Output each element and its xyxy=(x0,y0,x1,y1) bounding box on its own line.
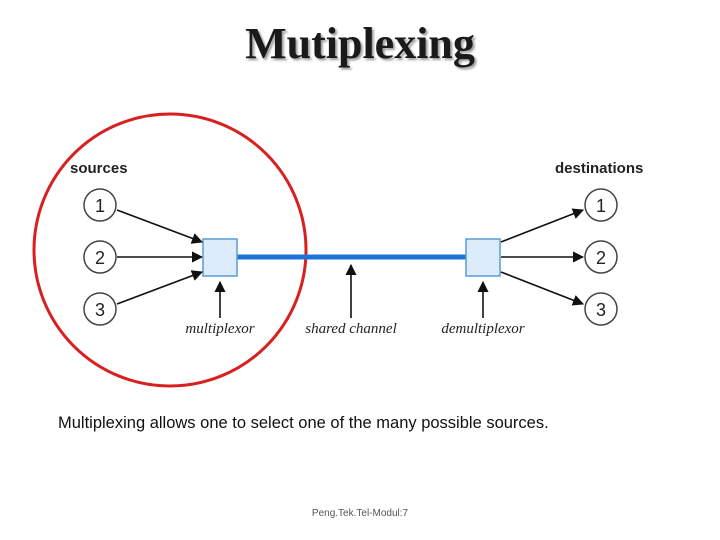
highlight-circle xyxy=(32,112,308,388)
source-arrow xyxy=(116,270,204,305)
demultiplexor-label: demultiplexor xyxy=(441,321,524,337)
destination-arrow xyxy=(500,271,585,306)
destination-node: 3 xyxy=(584,292,618,326)
destination-number: 1 xyxy=(596,196,606,216)
destinations-label: destinations xyxy=(555,160,643,177)
source-node: 1 xyxy=(83,188,117,222)
footer-text: Peng.Tek.Tel-Modul:7 xyxy=(311,508,409,519)
source-number: 3 xyxy=(95,300,105,320)
destination-number: 2 xyxy=(596,248,606,268)
source-arrow xyxy=(116,209,204,244)
multiplexor-box xyxy=(202,238,238,277)
destination-node: 1 xyxy=(584,188,618,222)
destination-node: 2 xyxy=(584,240,618,274)
channel-label: shared channel xyxy=(305,321,397,337)
source-number: 1 xyxy=(95,196,105,216)
slide-title: Mutiplexing xyxy=(245,19,475,68)
destination-number: 3 xyxy=(596,300,606,320)
demultiplexor-box xyxy=(465,238,501,277)
destination-arrow xyxy=(500,208,585,243)
sources-label: sources xyxy=(70,160,128,177)
source-number: 2 xyxy=(95,248,105,268)
source-node: 2 xyxy=(83,240,117,274)
multiplexor-label: multiplexor xyxy=(185,321,254,337)
source-node: 3 xyxy=(83,292,117,326)
caption: Multiplexing allows one to select one of… xyxy=(58,414,549,432)
